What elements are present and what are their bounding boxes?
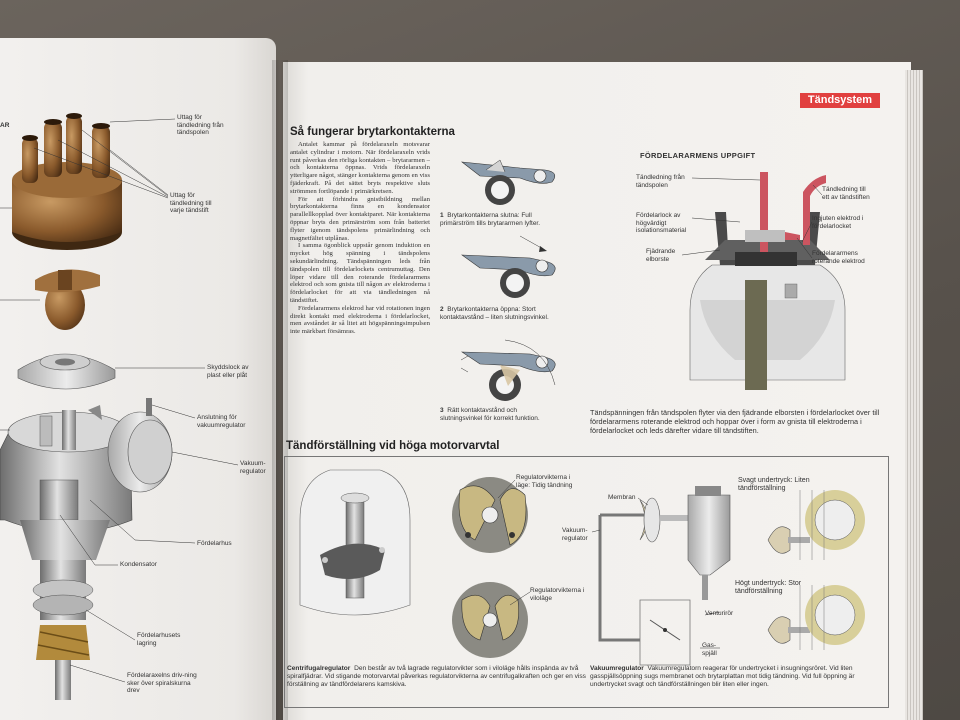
label-vakuum: Vakuum-regulator [562, 527, 588, 542]
paragraph: Antalet kammar på fördelaraxeln motsvara… [290, 141, 430, 195]
label-venturi: Venturirör [705, 610, 734, 617]
caption-num: 3 [440, 407, 444, 414]
breaker-contact-diagrams [460, 159, 556, 401]
rotor-illustration [35, 269, 100, 330]
label-hogt: Högt undertryck: Stor tändförställning [735, 580, 802, 595]
label-reg-tidig: Regulatorvikterna i läge: Tidig tändning [516, 474, 573, 489]
figure-title: FÖRDELARARMENS UPPGIFT [640, 151, 756, 160]
vacuum-weak-diagram [767, 490, 865, 560]
foot-caption-text: Vakuumregulatorn reagerar för undertryck… [590, 665, 855, 688]
rotor-leader-lines [681, 177, 823, 259]
label-uttag-tandstift: Uttag för tändledning till varje tändsti… [170, 192, 212, 214]
foot-caption-vacuum: Vakuumregulator Vakuumregulatorn reagera… [590, 665, 885, 689]
label-tl-till: Tändledning till ett av tändstiften [822, 186, 870, 201]
caption-1: 1 Brytarkontakterna slutna: Full primärs… [440, 212, 552, 227]
foot-caption-text: Den består av två lagrade regulatorvikte… [287, 665, 586, 688]
label-tl-fran: Tändledning från tändspolen [636, 174, 685, 189]
figure-caption: Tändspänningen från tändspolen flyter vi… [590, 408, 880, 435]
section2-leader-lines [497, 479, 721, 649]
label-roterande: Fördelararmens roterande elektrod [812, 250, 865, 265]
paragraph: I samma ögonblick uppstår genom induktio… [290, 242, 430, 304]
rotor-function-diagram [689, 172, 846, 390]
caption-text: Rätt kontaktavstånd och slutningsvinkel … [440, 407, 540, 422]
caption-2: 2 Brytarkontakterna öppna: Stort kontakt… [440, 306, 552, 321]
left-corner-label: AR [0, 122, 10, 129]
foot-caption-centrifugal: Centrifugalregulator Den består av två l… [287, 665, 587, 689]
paragraph: För att förhindra gnistbildning mellan b… [290, 195, 430, 242]
page-edges [905, 70, 923, 720]
foot-caption-title: Centrifugalregulator [287, 665, 351, 672]
centrifugal-regulator-diagram [299, 469, 411, 616]
label-fordelarhus: Fördelarhus [197, 540, 232, 547]
vacuum-regulator-diagram [598, 486, 731, 666]
label-anslutning: Anslutning för vakuumregulator [197, 414, 246, 429]
label-reg-vila: Regulatorvikterna i viloläge [530, 587, 585, 602]
caption-text: Brytarkontakterna öppna: Stort kontaktav… [440, 306, 549, 321]
caption-num: 2 [440, 306, 444, 313]
section2-box [284, 456, 889, 708]
label-fjadrande: Fjädrande elborste [646, 248, 676, 263]
label-gasspjall: Gas-spjäll [702, 642, 717, 657]
dust-cover-illustration [17, 353, 116, 390]
paragraph: Fördelararmens elektrod har vid rotation… [290, 304, 430, 336]
label-uttag-tandspolen: Uttag för tändledning från tändspolen [177, 114, 224, 136]
caption-text: Brytarkontakterna slutna: Full primärstr… [440, 212, 541, 227]
label-lock: Fördelarlock av högvärdigt isolationsmat… [636, 212, 687, 234]
foot-caption-title: Vakuumregulator [590, 665, 644, 672]
section2-heading: Tändförställning vid höga motorvarvtal [286, 440, 500, 452]
caption-3: 3 Rätt kontaktavstånd och slutningsvinke… [440, 407, 552, 422]
label-membran: Membran [608, 494, 636, 501]
caption-num: 1 [440, 212, 444, 219]
label-drivning: Fördelaraxelns driv-ning sker över spira… [127, 672, 197, 694]
vacuum-strong-diagram [767, 585, 865, 650]
section1-heading: Så fungerar brytarkontakterna [290, 126, 455, 138]
section1-body: Antalet kammar på fördelaraxeln motsvara… [290, 141, 430, 336]
label-vakuumregulator: Vakuum-regulator [240, 460, 266, 475]
distributor-cap-illustration [12, 113, 122, 250]
regulator-weights-early [452, 477, 528, 553]
label-ingjuten: Ingjuten elektrod i fördelarlocket [812, 215, 864, 230]
section-tag: Tändsystem [800, 93, 880, 108]
left-leader-lines [0, 118, 239, 683]
label-skyddslock: Skyddslock av plast eller plåt [207, 364, 249, 379]
label-kondensator: Kondensator [120, 561, 157, 568]
regulator-weights-rest [452, 582, 528, 658]
distributor-body-illustration [0, 398, 173, 700]
label-lagring: Fördelarhusets lagring [137, 632, 181, 647]
label-svagt: Svagt undertryck: Liten tändförställning [738, 477, 810, 492]
